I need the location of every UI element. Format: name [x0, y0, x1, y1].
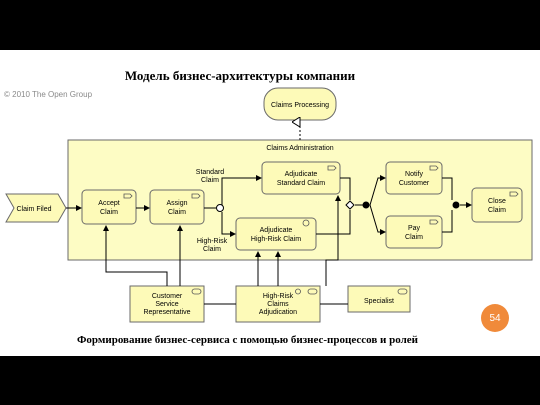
- hrca-line-1: High-Risk: [263, 293, 294, 300]
- process-adjudicate-high-risk: [235, 217, 317, 251]
- adj-hr-line-1: Adjudicate: [260, 227, 293, 234]
- slide-caption: Формирование бизнес-сервиса с помощью би…: [76, 334, 418, 346]
- copyright-notice: © 2010 The Open Group: [4, 90, 93, 99]
- close-line-1: Close: [488, 198, 506, 205]
- junction-merge: [345, 200, 355, 210]
- business-architecture-diagram: Claims Processing Claims Administration …: [5, 87, 533, 323]
- standard-claim-line-1: Standard: [196, 169, 225, 176]
- adj-hr-line-2: High-Risk Claim: [251, 236, 301, 243]
- csr-line-3: Representative: [143, 309, 190, 316]
- page-number-badge: 54: [481, 304, 509, 332]
- junction-or: [216, 204, 224, 212]
- process-close-claim: [471, 187, 523, 223]
- assign-line-1: Assign: [166, 200, 187, 207]
- high-risk-claim-line-1: High-Risk: [197, 238, 228, 245]
- process-arrow-icons: [123, 165, 519, 225]
- junction-and-join: [452, 201, 460, 209]
- accept-line-1: Accept: [98, 200, 119, 207]
- notify-line-1: Notify: [405, 171, 423, 178]
- slide: Модель бизнес-архитектуры компании © 201…: [0, 50, 540, 356]
- accept-line-2: Claim: [100, 209, 118, 216]
- specialist-label: Specialist: [364, 298, 394, 305]
- standard-claim-line-2: Claim: [201, 177, 219, 184]
- top-letterbox: [0, 0, 540, 50]
- slide-heading: Модель бизнес-архитектуры компании: [124, 68, 356, 83]
- process-notify-customer: [385, 161, 443, 195]
- close-line-2: Claim: [488, 207, 506, 214]
- process-pay-claim: [385, 215, 443, 249]
- process-assign-claim: [149, 189, 205, 225]
- bottom-letterbox: [0, 356, 540, 405]
- process-accept-claim: [81, 189, 137, 225]
- adj-std-line-2: Standard Claim: [277, 180, 325, 187]
- high-risk-claim-line-2: Claim: [203, 246, 221, 253]
- junction-and-split: [362, 201, 370, 209]
- assign-line-2: Claim: [168, 209, 186, 216]
- role-icons: [191, 288, 408, 295]
- notify-line-2: Customer: [399, 180, 430, 187]
- claim-filed-event: [5, 193, 67, 223]
- csr-line-1: Customer: [152, 293, 183, 300]
- csr-line-2: Service: [155, 301, 178, 308]
- pay-line-2: Claim: [405, 234, 423, 241]
- container-label: Claims Administration: [266, 145, 333, 152]
- high-risk-info-icon: [302, 219, 310, 227]
- hrca-line-3: Adjudication: [259, 309, 297, 316]
- pay-line-1: Pay: [408, 225, 421, 232]
- hrca-line-2: Claims: [267, 301, 289, 308]
- service-label: Claims Processing: [271, 102, 329, 109]
- event-label: Claim Filed: [16, 206, 51, 213]
- role-specialist: [347, 285, 411, 313]
- adj-std-line-1: Adjudicate: [285, 171, 318, 178]
